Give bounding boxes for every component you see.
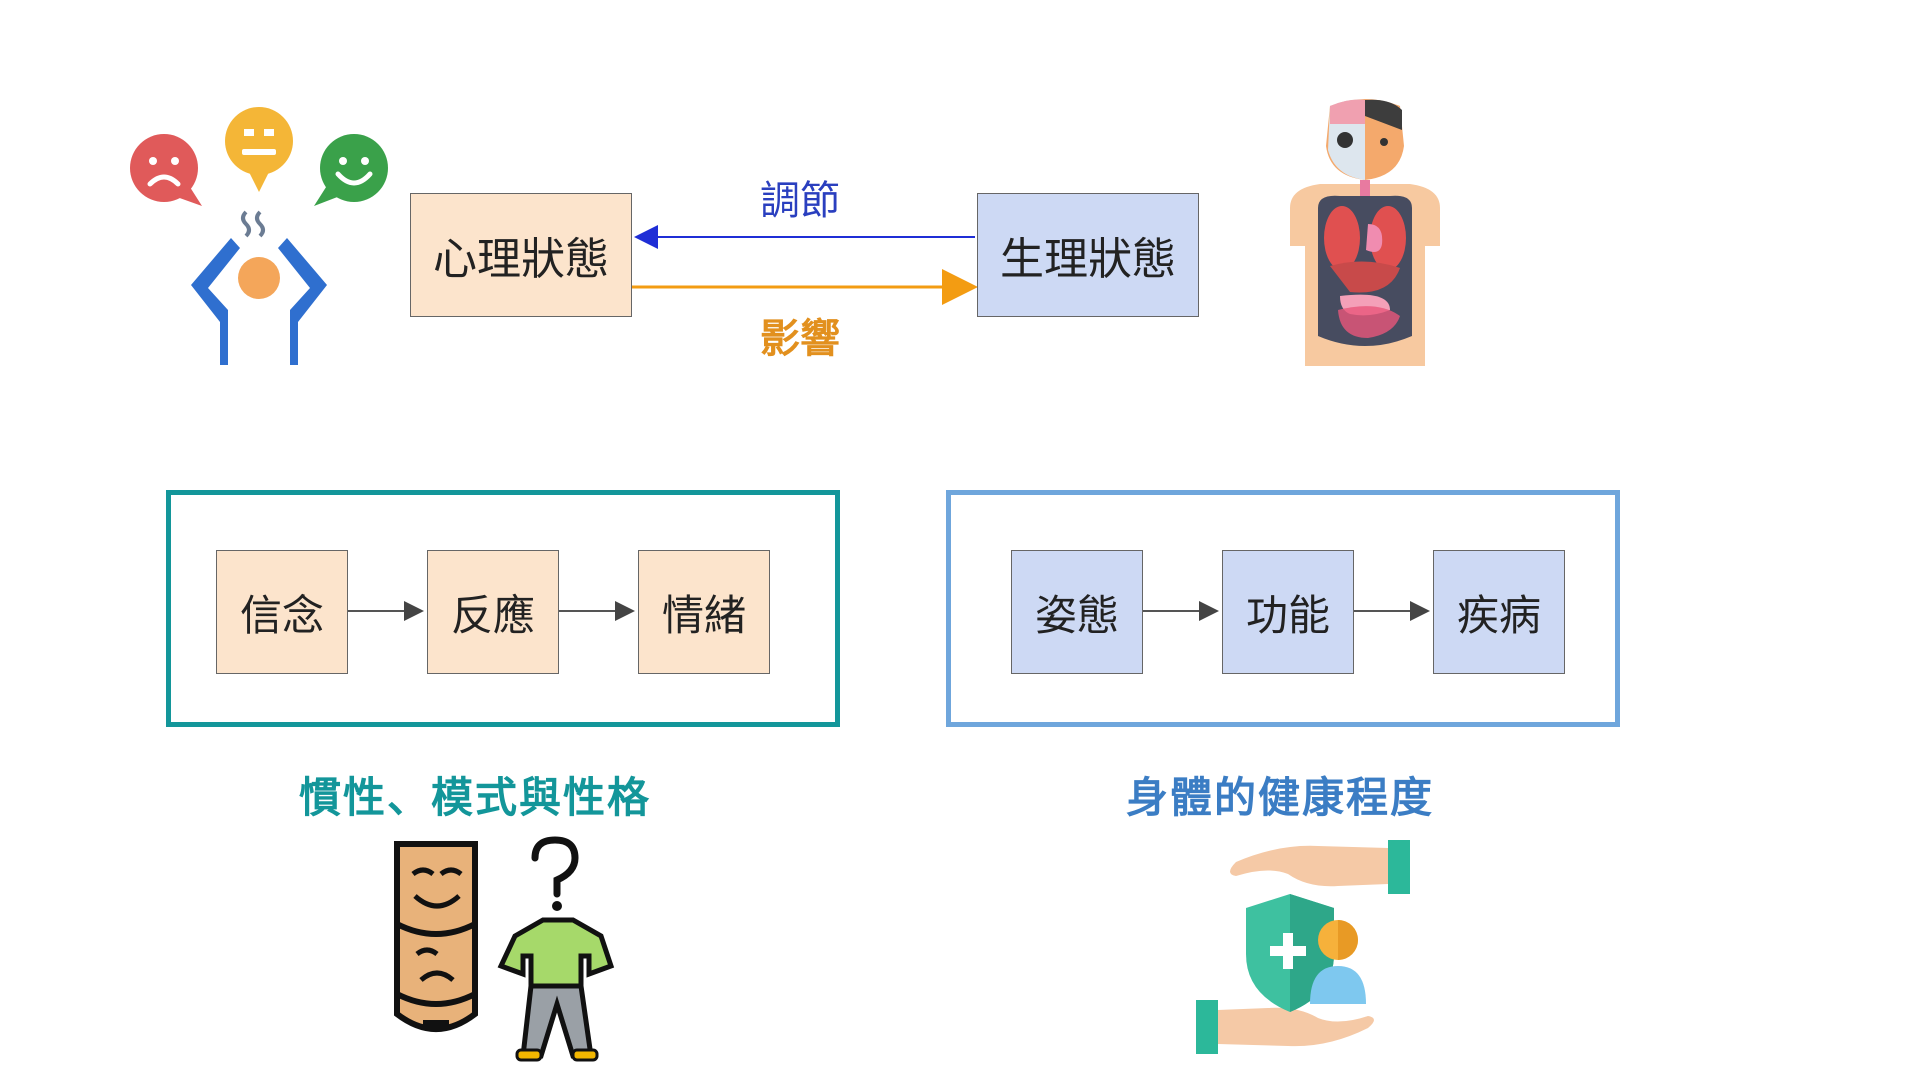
- phys-state-box: 生理狀態: [977, 193, 1199, 317]
- psych-state-label: 心理狀態: [433, 234, 609, 285]
- masks-confused-person-icon: [394, 836, 615, 1062]
- human-anatomy-icon: [1290, 99, 1440, 366]
- emotion-faces-person-icon: [130, 107, 388, 365]
- body-health-frame: [946, 490, 1620, 727]
- step-emotion: 情緒: [638, 550, 770, 674]
- step-belief-label: 信念: [239, 590, 324, 640]
- body-health-caption: 身體的健康程度: [1125, 773, 1434, 822]
- step-disease: 疾病: [1433, 550, 1565, 674]
- step-function-label: 功能: [1245, 590, 1330, 640]
- habit-pattern-caption: 慣性、模式與性格: [298, 773, 651, 822]
- influence-label: 影響: [760, 316, 840, 362]
- step-posture-label: 姿態: [1034, 590, 1119, 640]
- step-function: 功能: [1222, 550, 1354, 674]
- step-reaction-label: 反應: [450, 590, 535, 640]
- step-reaction: 反應: [427, 550, 559, 674]
- psych-state-box: 心理狀態: [410, 193, 632, 317]
- regulate-label: 調節: [760, 178, 840, 224]
- step-posture: 姿態: [1011, 550, 1143, 674]
- habit-pattern-frame: [166, 490, 840, 727]
- step-emotion-label: 情緒: [661, 590, 746, 640]
- health-care-hands-icon: [1196, 840, 1410, 1054]
- step-disease-label: 疾病: [1456, 590, 1541, 640]
- phys-state-label: 生理狀態: [1000, 234, 1176, 285]
- step-belief: 信念: [216, 550, 348, 674]
